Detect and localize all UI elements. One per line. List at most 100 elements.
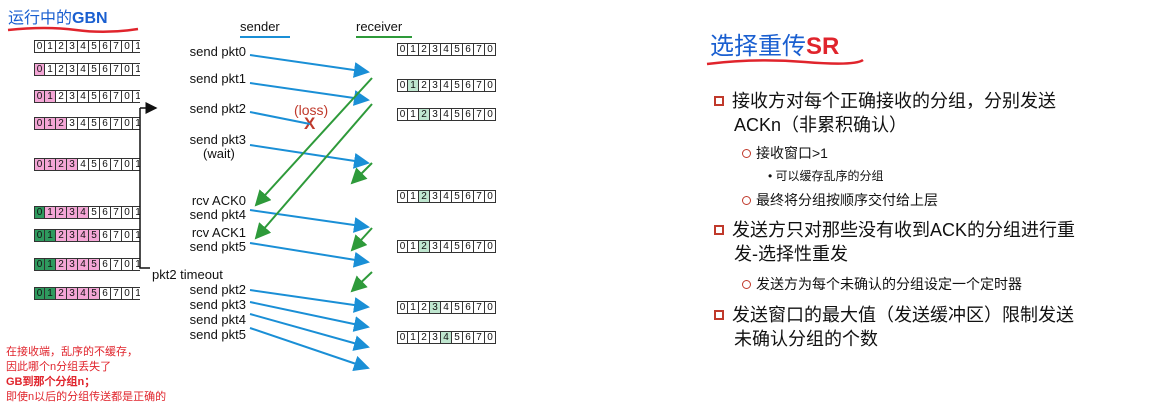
seq-cell: 6 (463, 43, 474, 56)
seq-cell: 0 (34, 258, 45, 271)
seq-cell: 2 (419, 301, 430, 314)
seq-cell: 1 (133, 40, 140, 53)
seq-cell: 1 (133, 90, 140, 103)
seq-cell: 0 (397, 301, 408, 314)
seq-cell: 0 (122, 63, 133, 76)
seq-cell: 6 (463, 108, 474, 121)
seq-cell: 1 (45, 287, 56, 300)
seq-cell: 7 (474, 190, 485, 203)
seq-cell: 2 (56, 229, 67, 242)
event-pkt2-timeout: pkt2 timeout (152, 267, 223, 282)
sub-item-2: 最终将分组按顺序交付给上层 (742, 191, 938, 209)
data-arrow-pkt5 (249, 242, 370, 268)
seq-cell: 4 (78, 287, 89, 300)
event-resend-pkt5: send pkt5 (189, 327, 246, 342)
seq-cell: 7 (111, 117, 122, 130)
seq-cell: 4 (78, 40, 89, 53)
sub-bullet-ring-icon (742, 280, 751, 289)
seq-cell: 3 (430, 79, 441, 92)
sr-title-text: 选择重传 (710, 33, 806, 60)
seq-cell: 1 (45, 63, 56, 76)
gbn-note-line-4: 即使n以后的分组传送都是正确的 (6, 391, 167, 403)
sub-item-3: 发送方为每个未确认的分组设定一个定时器 (742, 275, 1022, 293)
receiver-label: receiver (356, 19, 403, 34)
seq-cell: 7 (474, 301, 485, 314)
seq-cell: 3 (67, 40, 78, 53)
seq-cell: 3 (67, 206, 78, 219)
seq-cell: 3 (67, 158, 78, 171)
gbn-title-bold: GBN (72, 10, 108, 27)
seq-cell: 7 (111, 158, 122, 171)
data-arrow-resend-pkt4 (249, 313, 370, 351)
seq-cell: 5 (452, 301, 463, 314)
seq-cell: 0 (485, 108, 496, 121)
seq-cell: 5 (89, 229, 100, 242)
seq-cell: 4 (441, 331, 452, 344)
seq-cell: 3 (67, 229, 78, 242)
seq-cell: 5 (452, 240, 463, 253)
bullet-square-icon (714, 310, 724, 320)
seq-cell: 7 (111, 206, 122, 219)
seq-cell: 6 (100, 229, 111, 242)
seq-cell: 0 (34, 63, 45, 76)
seq-cell: 5 (452, 79, 463, 92)
ack-arrow-ack1-dup1 (350, 162, 373, 185)
sub-item-1: 接收窗口>1 (742, 144, 828, 162)
gbn-note-line-2: 因此哪个n分组丢失了 (6, 361, 112, 373)
seq-cell: 7 (474, 331, 485, 344)
seq-cell: 3 (430, 240, 441, 253)
seq-cell: 2 (56, 158, 67, 171)
seq-cell: 6 (100, 90, 111, 103)
seq-cell: 1 (45, 158, 56, 171)
seq-cell: 4 (441, 301, 452, 314)
seq-cell: 1 (133, 258, 140, 271)
seq-cell: 2 (419, 331, 430, 344)
sub-item-1-text: 接收窗口>1 (756, 145, 828, 161)
sr-title-red: SR (806, 33, 840, 60)
seq-cell: 2 (419, 79, 430, 92)
data-arrow-resend-pkt3 (249, 301, 370, 332)
seq-cell: 0 (122, 40, 133, 53)
seq-cell: 1 (133, 158, 140, 171)
seq-cell: 0 (34, 206, 45, 219)
bullet-square-icon (714, 96, 724, 106)
seq-cell: 0 (397, 43, 408, 56)
seq-cell: 1 (133, 287, 140, 300)
seq-cell: 7 (111, 63, 122, 76)
seq-cell: 3 (430, 190, 441, 203)
seq-cell: 6 (100, 40, 111, 53)
event-rcv-ack0: rcv ACK0 (191, 193, 246, 208)
seq-cell: 1 (133, 229, 140, 242)
bullet-1-cont: ACKn（非累积确认） (734, 115, 908, 135)
seq-cell: 0 (34, 117, 45, 130)
event-send-pkt1: send pkt1 (189, 71, 246, 86)
seq-cell: 1 (45, 40, 56, 53)
seq-cell: 2 (56, 63, 67, 76)
data-arrow-pkt4 (249, 209, 370, 233)
seq-cell: 0 (397, 190, 408, 203)
seq-cell: 3 (67, 90, 78, 103)
seq-cell: 1 (45, 258, 56, 271)
event-resend-pkt3: send pkt3 (189, 297, 246, 312)
seq-cell: 5 (89, 117, 100, 130)
timeout-bracket (139, 108, 150, 269)
seq-cell: 6 (463, 79, 474, 92)
seq-cell: 0 (485, 43, 496, 56)
seq-cell: 6 (100, 63, 111, 76)
seq-cell: 1 (408, 43, 419, 56)
event-send-pkt5: send pkt5 (189, 239, 246, 254)
seq-cell: 7 (474, 79, 485, 92)
seq-cell: 3 (430, 43, 441, 56)
sr-title-underline (706, 58, 864, 66)
seq-cell: 2 (419, 108, 430, 121)
seq-cell: 0 (34, 229, 45, 242)
seq-cell: 2 (56, 117, 67, 130)
seq-cell: 5 (452, 108, 463, 121)
sr-title: 选择重传SR (710, 26, 839, 61)
data-arrow-resend-pkt5 (249, 327, 370, 372)
sub-bullet-ring-icon (742, 149, 751, 158)
seq-cell: 1 (408, 79, 419, 92)
